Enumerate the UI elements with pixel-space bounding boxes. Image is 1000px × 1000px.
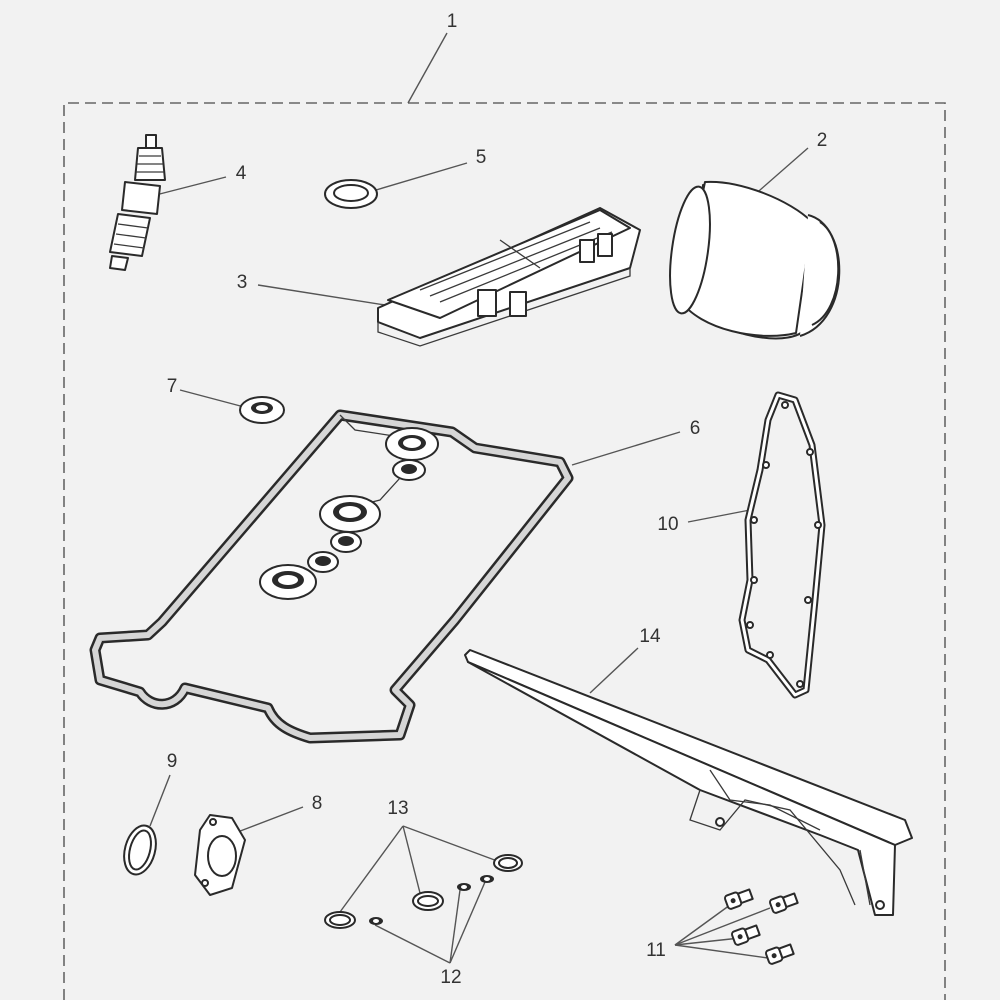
oil-filter-part — [669, 180, 841, 340]
callout-2: 2 — [817, 130, 828, 151]
callout-9: 9 — [167, 751, 178, 772]
sealing-washer-part — [324, 179, 378, 209]
air-filter-part — [377, 207, 641, 347]
flange-gasket-part — [194, 814, 246, 896]
bolts-part — [723, 888, 799, 965]
callout-7: 7 — [167, 376, 178, 397]
callout-4: 4 — [236, 163, 247, 184]
callout-13: 13 — [387, 798, 408, 819]
o-rings-medium-part — [324, 854, 523, 929]
spark-plug-part — [109, 134, 166, 271]
cam-cover-gasket-part — [89, 409, 574, 744]
clutch-cover-gasket-part — [738, 391, 826, 699]
callout-1: 1 — [447, 11, 458, 32]
callout-3: 3 — [237, 272, 248, 293]
leader-lines — [147, 32, 809, 964]
callout-11: 11 — [646, 940, 666, 961]
callout-14: 14 — [639, 626, 661, 647]
callout-5: 5 — [476, 147, 487, 168]
callout-12: 12 — [440, 967, 461, 988]
callout-8: 8 — [312, 793, 323, 814]
callout-6: 6 — [690, 418, 701, 439]
o-ring-large-part — [123, 824, 157, 876]
kit-boundary — [63, 102, 946, 1000]
callout-10: 10 — [657, 514, 678, 535]
small-seal-part — [239, 396, 285, 424]
o-rings-small-part — [369, 875, 494, 925]
chain-guide-part — [464, 649, 913, 916]
callout-labels: 1 2 3 4 5 6 7 8 9 10 11 12 13 14 — [167, 11, 828, 988]
